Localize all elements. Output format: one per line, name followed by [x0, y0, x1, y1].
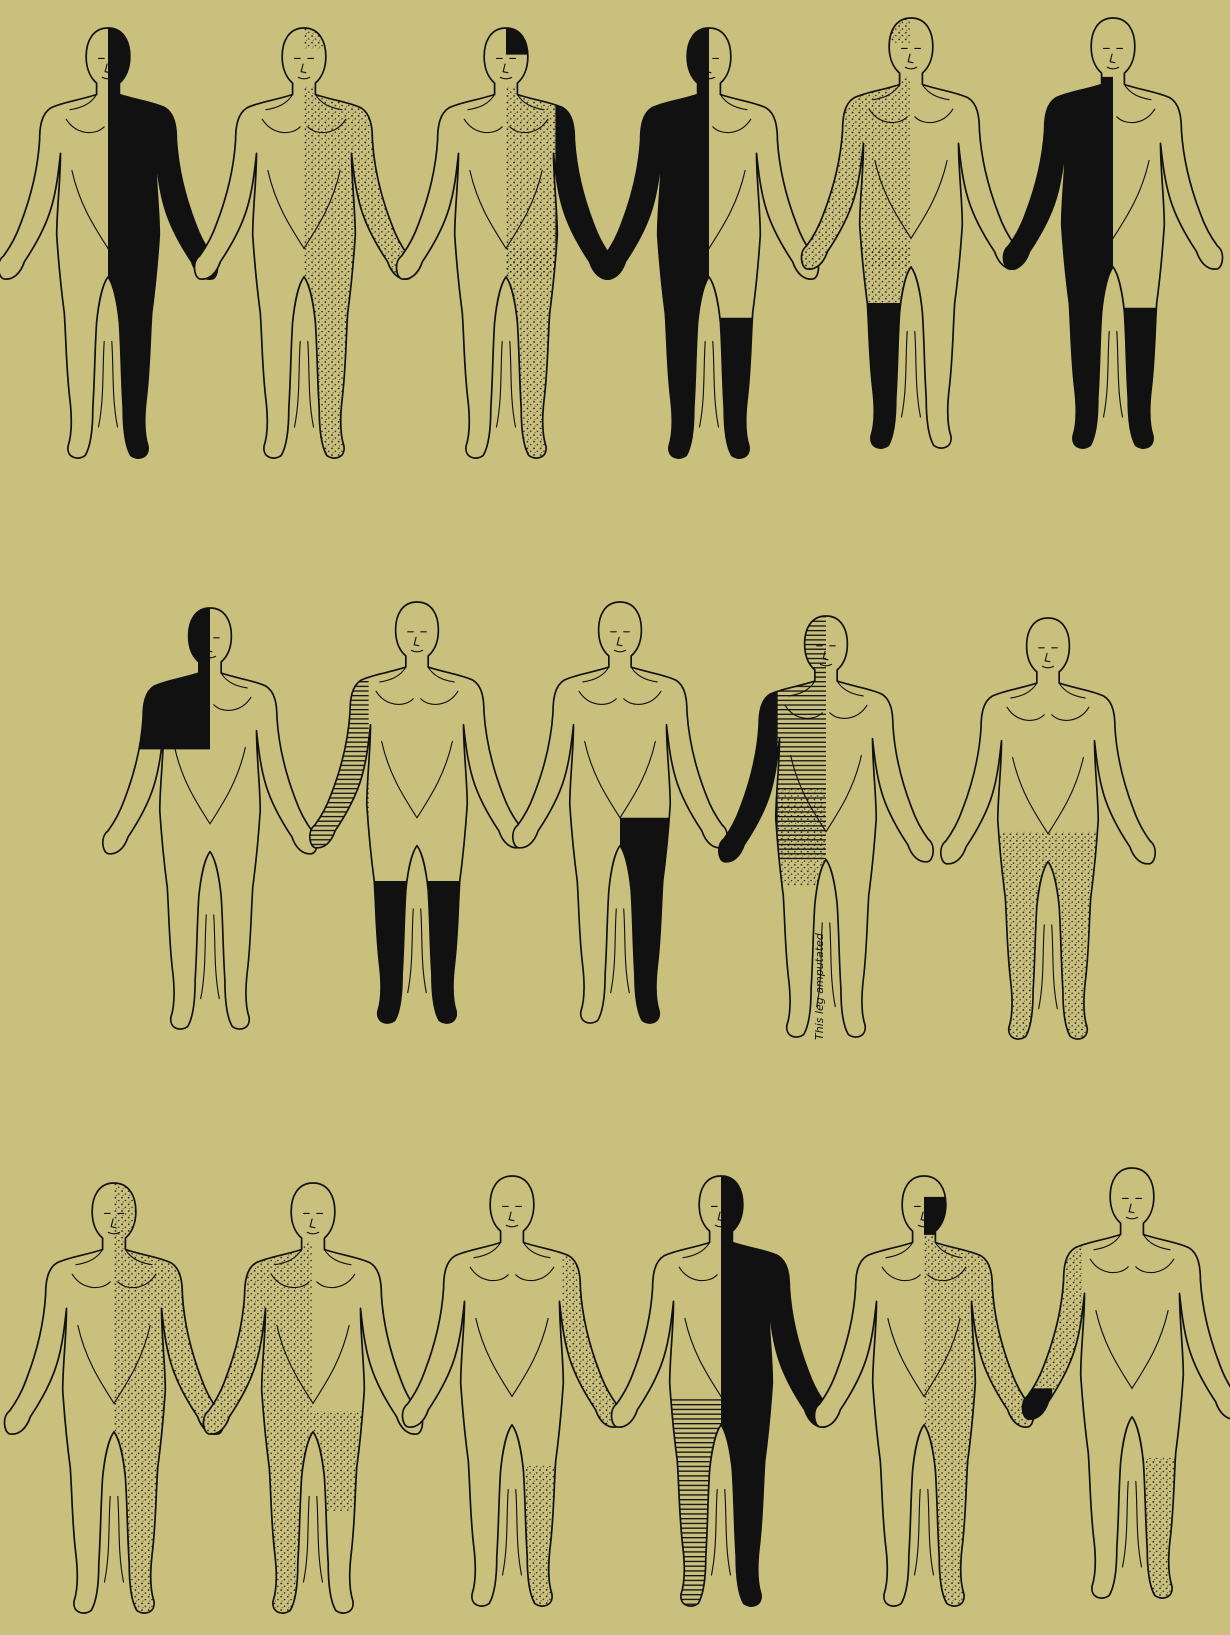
anatomy-line — [503, 1490, 509, 1576]
human-figure — [586, 19, 819, 475]
anatomy-line — [214, 915, 220, 999]
anatomy-line — [308, 342, 314, 428]
human-figure — [814, 1176, 1047, 1623]
anatomy-line — [611, 909, 617, 993]
shaded-region-stipple — [924, 1235, 1048, 1623]
shaded-region-black — [709, 318, 776, 475]
shaded-region-stipple — [761, 789, 826, 886]
shaded-region-stipple — [860, 77, 911, 267]
human-figure — [611, 1167, 844, 1623]
anatomy-line — [497, 342, 503, 428]
anatomy-line — [1123, 1482, 1129, 1568]
anatomy-line — [317, 1497, 323, 1583]
human-figure — [0, 19, 231, 475]
anatomy-line — [105, 1497, 111, 1583]
anatomy-line — [408, 909, 414, 993]
anatomy-line — [830, 923, 836, 1007]
figure-silhouette — [513, 602, 727, 1023]
anatomy-line — [112, 342, 118, 428]
shaded-region-stipple — [190, 1242, 314, 1630]
anatomy-line — [201, 915, 207, 999]
human-figure — [788, 9, 1021, 465]
shaded-region-black — [620, 818, 685, 1039]
anatomy-line — [1039, 925, 1045, 1009]
human-figure — [990, 18, 1223, 465]
anatomy-line — [915, 1490, 921, 1576]
human-figure — [396, 19, 629, 475]
human-figure — [4, 1174, 237, 1630]
shaded-region-stipple — [1132, 1458, 1199, 1615]
human-figure — [513, 602, 727, 1039]
human-figure — [190, 1183, 423, 1630]
anatomy-line — [516, 1490, 522, 1576]
shaded-region-stipple — [983, 832, 1113, 1055]
shaded-region-black — [352, 881, 482, 1039]
anatomy-line — [1052, 925, 1058, 1009]
shaded-region-stipple — [512, 1466, 579, 1623]
amputation-note: This leg amputated — [813, 932, 826, 1040]
human-figure — [402, 1176, 635, 1623]
shaded-region-black — [506, 19, 535, 55]
anatomy-line — [1104, 332, 1110, 418]
anatomy-line — [118, 1497, 124, 1583]
shaded-region-stipple — [506, 248, 573, 474]
shaded-region-stipple — [883, 9, 912, 43]
human-figure — [194, 19, 427, 475]
anatomy-line — [725, 1490, 731, 1576]
shaded-region-black — [990, 77, 1114, 465]
human-figure — [89, 599, 317, 1029]
anatomy-line — [915, 332, 921, 418]
human-figure — [1009, 1168, 1230, 1615]
anatomy-line — [902, 332, 908, 418]
anatomy-line — [510, 342, 516, 428]
human-figure — [296, 602, 524, 1039]
shaded-region-stipple — [304, 87, 428, 475]
shaded-region-hatch — [655, 1396, 722, 1622]
anatomy-line — [713, 342, 719, 428]
figure-silhouette — [941, 618, 1155, 1039]
human-figure — [941, 618, 1155, 1055]
anatomy-line — [700, 342, 706, 428]
shaded-region-black — [845, 303, 912, 465]
shaded-region-black — [89, 666, 210, 750]
anatomy-line — [928, 1490, 934, 1576]
shaded-region-stipple — [845, 246, 912, 303]
anatomy-line — [624, 909, 630, 993]
anatomy-line — [421, 909, 427, 993]
anatomy-line — [712, 1490, 718, 1576]
shaded-region-black — [1113, 308, 1180, 465]
anatomy-line — [99, 342, 105, 428]
anatomy-line — [304, 1497, 310, 1583]
anatomy-line — [1136, 1482, 1142, 1568]
anatomy-line — [295, 342, 301, 428]
anatomy-line — [1117, 332, 1123, 418]
